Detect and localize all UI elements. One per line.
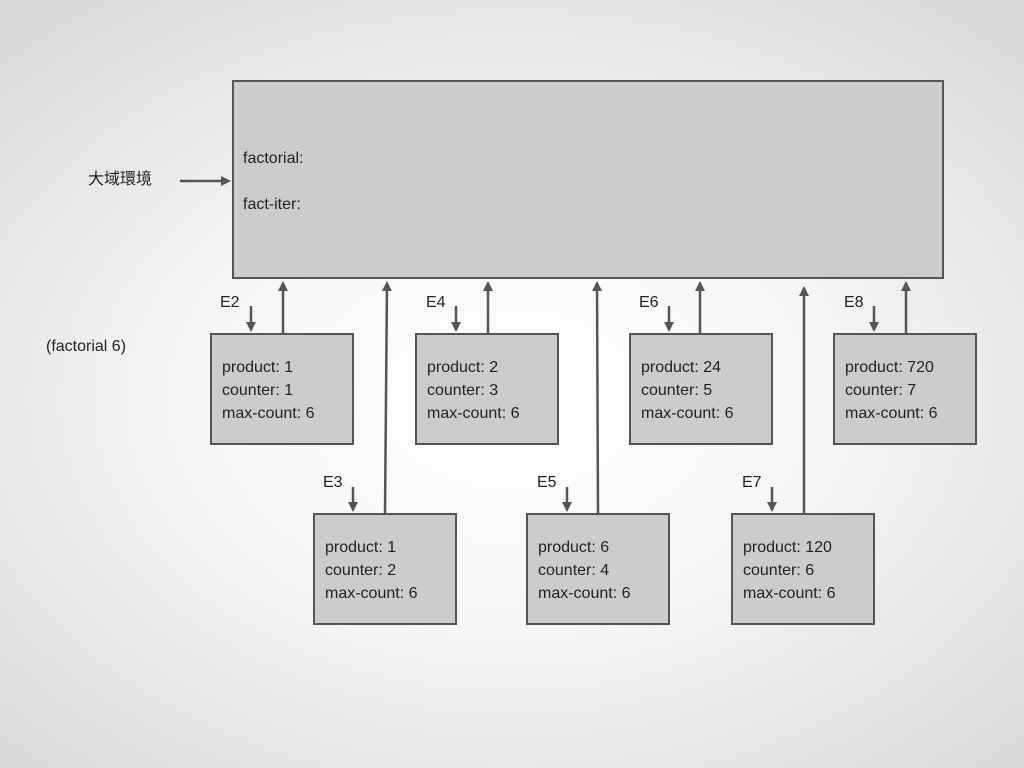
frame-label-e2: E2: [220, 294, 240, 311]
frame-e3-max-count: max-count: 6: [325, 585, 418, 602]
frame-e8: product: 720 counter: 7 max-count: 6: [833, 333, 977, 445]
frame-e2-counter: counter: 1: [222, 382, 294, 399]
frame-e7-counter: counter: 6: [743, 562, 815, 579]
binding-fact-iter: fact-iter:: [243, 196, 301, 213]
frame-e4-max-count: max-count: 6: [427, 405, 520, 422]
global-environment-box: factorial: fact-iter:: [232, 80, 944, 279]
frame-e8-counter: counter: 7: [845, 382, 917, 399]
frame-e4-counter: counter: 3: [427, 382, 499, 399]
frame-label-e3: E3: [323, 474, 343, 491]
call-expression-label: (factorial 6): [46, 338, 127, 355]
global-env-label: 大域環境: [88, 169, 153, 188]
frame-e8-product: product: 720: [845, 359, 934, 376]
e3-enclosing-env-arrow: [381, 281, 392, 514]
frame-label-e7: E7: [742, 474, 762, 491]
frame-e8-max-count: max-count: 6: [845, 405, 938, 422]
frame-label-e8: E8: [844, 294, 864, 311]
frame-e2-product: product: 1: [222, 359, 294, 376]
frame-e5-product: product: 6: [538, 539, 610, 556]
frame-e5-max-count: max-count: 6: [538, 585, 631, 602]
frame-e7: product: 120 counter: 6 max-count: 6: [731, 513, 875, 625]
frame-e7-product: product: 120: [743, 539, 832, 556]
frame-e6: product: 24 counter: 5 max-count: 6: [629, 333, 773, 445]
frame-e3-product: product: 1: [325, 539, 397, 556]
frame-e7-max-count: max-count: 6: [743, 585, 836, 602]
frame-e6-product: product: 24: [641, 359, 722, 376]
frame-e3: product: 1 counter: 2 max-count: 6: [313, 513, 457, 625]
frame-label-e4: E4: [426, 294, 446, 311]
frame-label-e6: E6: [639, 294, 659, 311]
frame-e2-max-count: max-count: 6: [222, 405, 315, 422]
frame-e5: product: 6 counter: 4 max-count: 6: [526, 513, 670, 625]
frame-e6-max-count: max-count: 6: [641, 405, 734, 422]
e5-enclosing-env-arrow: [592, 281, 603, 514]
frame-e6-counter: counter: 5: [641, 382, 713, 399]
frame-e2: product: 1 counter: 1 max-count: 6: [210, 333, 354, 445]
frame-e4-product: product: 2: [427, 359, 499, 376]
binding-factorial: factorial:: [243, 150, 304, 167]
frame-e3-counter: counter: 2: [325, 562, 397, 579]
frame-e5-counter: counter: 4: [538, 562, 610, 579]
frame-e4: product: 2 counter: 3 max-count: 6: [415, 333, 559, 445]
frame-label-e5: E5: [537, 474, 557, 491]
